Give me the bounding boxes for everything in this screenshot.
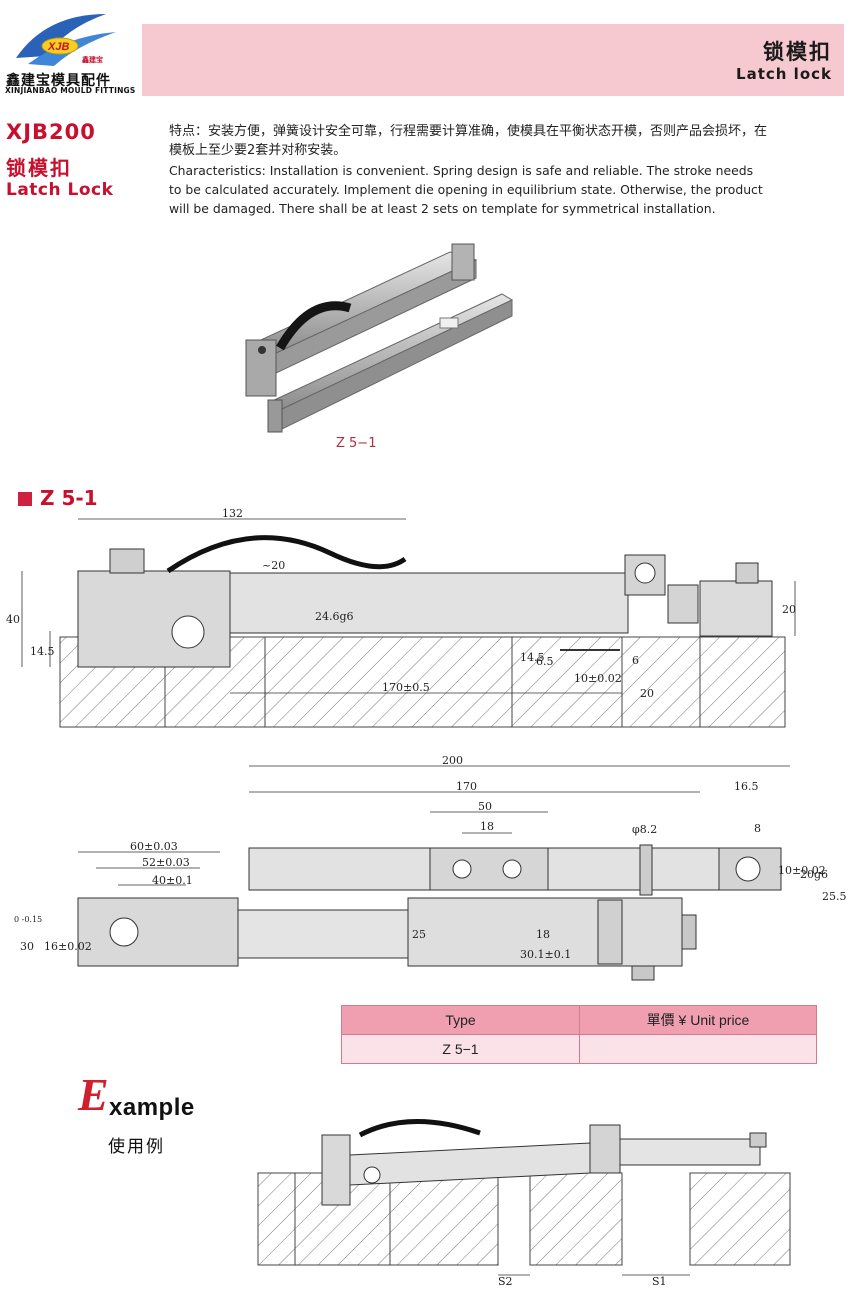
header-title-cn: 锁模扣 [763, 40, 832, 64]
dim-top-phi-8-2: φ8.2 [632, 823, 657, 836]
section-marker [18, 492, 32, 506]
dim-top-30-1: 30.1±0.1 [520, 948, 571, 961]
dim-top-16: 16±0.02 [44, 940, 92, 953]
dim-top-25: 25 [412, 928, 426, 941]
price-table: Type 單價 ¥ Unit price Z 5−1 [341, 1005, 817, 1064]
dim-top-30: 30 [20, 940, 34, 953]
dim-side-20b: 20 [640, 687, 654, 700]
photo-caption: Z 5−1 [336, 436, 377, 451]
dim-top-8: 8 [754, 822, 761, 835]
dim-top-170: 170 [456, 780, 477, 793]
dim-top-25-5: 25.5 [822, 890, 847, 903]
dim-top-18b: 18 [536, 928, 550, 941]
dim-side-20c: 20 [782, 603, 796, 616]
dim-top-16-5: 16.5 [734, 780, 759, 793]
table-header-price: 單價 ¥ Unit price [579, 1005, 817, 1035]
top-view-drawing: 200 170 16.5 50 18 φ8.2 8 60±0.03 52±0.0… [14, 754, 847, 981]
logo-mark: XJB 鑫建宝 [16, 14, 116, 66]
dim-side-40: 40 [6, 613, 20, 626]
logo-brand-en: XINJIANBAO MOULD FITTINGS [5, 86, 136, 95]
dim-top-50: 50 [478, 800, 492, 813]
product-photo [245, 243, 514, 433]
dim-top-52: 52±0.03 [142, 856, 190, 869]
example-s2: S2 [498, 1275, 513, 1288]
dim-top-60: 60±0.03 [130, 840, 178, 853]
dim-side-6-5: 6.5 [536, 655, 554, 668]
product-name-en: Latch Lock [6, 180, 114, 200]
logo-mark-text: XJB [47, 41, 69, 53]
example-drawing: S2 S1 [257, 1119, 791, 1288]
description-cn: 特点：安装方便，弹簧设计安全可靠，行程需要计算准确，使模具在平衡状态开模，否则产… [169, 124, 768, 158]
description-en: Characteristics: Installation is conveni… [169, 163, 763, 216]
dim-side-14-5: 14.5 [30, 645, 55, 658]
side-view-drawing: 132 40 14.5 ~20 24.6g6 170±0.5 14.5 6.5 … [6, 507, 796, 728]
dim-side-6: 6 [632, 654, 639, 667]
table-cell-type: Z 5−1 [341, 1034, 580, 1064]
example-e-letter: E [78, 1069, 109, 1120]
example-title-cn: 使用例 [108, 1137, 165, 1157]
dim-side-132: 132 [222, 507, 243, 520]
product-name-cn: 锁模扣 [6, 156, 72, 180]
dim-side-24-6: 24.6g6 [315, 610, 354, 623]
dim-top-200: 200 [442, 754, 463, 767]
dim-side-14-5b: 14.5 [520, 651, 545, 664]
example-title: xample [109, 1094, 195, 1121]
logo-brand-cn: 鑫建宝模具配件 [6, 73, 111, 89]
dim-top-30-tol: 0 -0.15 [14, 915, 42, 924]
dim-side-20-approx: ~20 [262, 559, 285, 572]
dim-side-10: 10±0.02 [574, 672, 622, 685]
dim-top-10: 10±0.02 [778, 864, 826, 877]
example-s1: S1 [652, 1275, 667, 1288]
dim-top-40: 40±0.1 [152, 874, 193, 887]
table-header-type: Type [341, 1005, 580, 1035]
product-code: XJB200 [6, 120, 96, 144]
table-cell-price [579, 1034, 817, 1064]
dim-side-170: 170±0.5 [382, 681, 430, 694]
section-label: Z 5-1 [40, 486, 98, 510]
header-band [142, 24, 844, 96]
dim-top-20g6: 20g6 [800, 868, 828, 881]
dim-top-18: 18 [480, 820, 494, 833]
logo-mark-cn: 鑫建宝 [81, 55, 103, 64]
header-title-en: Latch lock [736, 65, 832, 83]
